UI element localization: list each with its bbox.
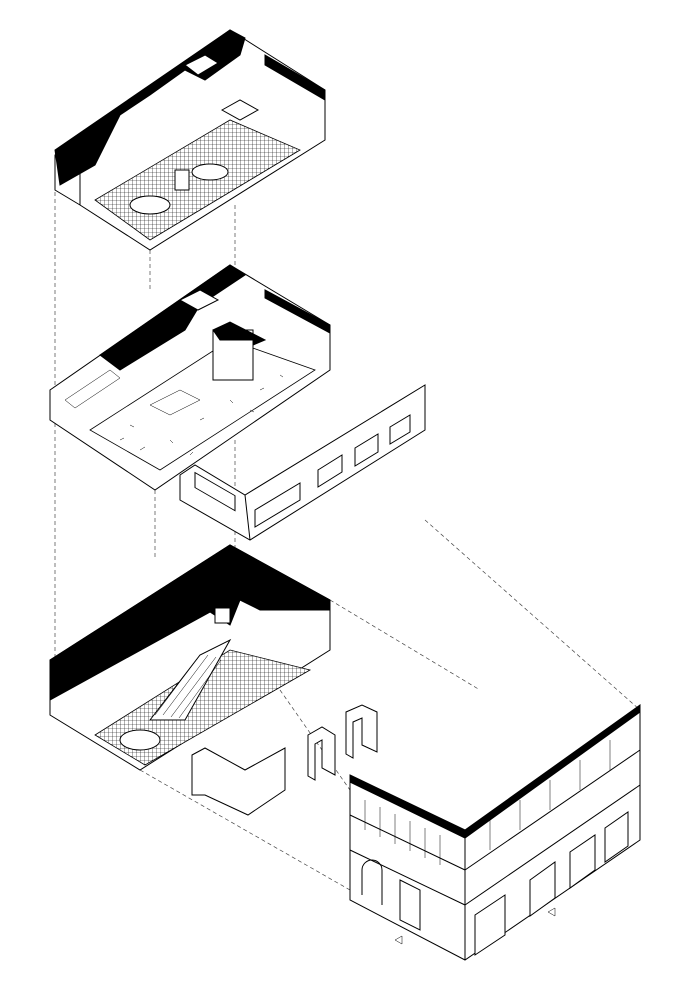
- sofa: [191, 163, 229, 181]
- sofa: [129, 195, 171, 215]
- entrance-marker-icon: [547, 907, 556, 917]
- facade-frame-fragments: [191, 704, 378, 816]
- entrance-marker-icon: [394, 935, 403, 945]
- sofa: [119, 729, 161, 751]
- facade-upper-fragment: [179, 384, 426, 541]
- street-facade: [349, 704, 641, 961]
- arched-door: [361, 859, 383, 905]
- middle-floor: [49, 264, 331, 491]
- upper-floor: [54, 29, 326, 251]
- ground-floor: [49, 544, 331, 771]
- projection-lines: [54, 185, 641, 891]
